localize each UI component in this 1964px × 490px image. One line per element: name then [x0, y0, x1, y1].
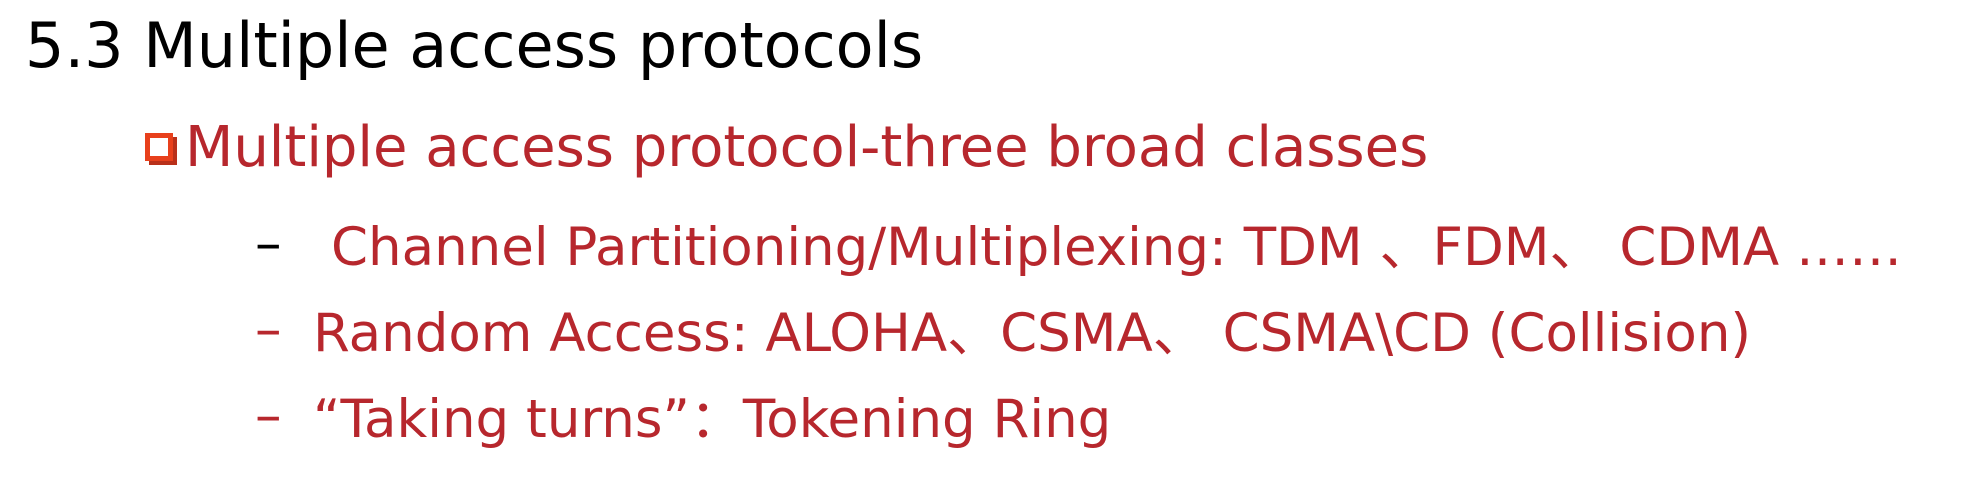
main-bullet-text: Multiple access protocol-three broad cla…: [185, 114, 1429, 180]
list-item-text: Channel Partitioning/Multiplexing: TDM 、…: [331, 217, 1903, 278]
list-item-text: “Taking turns”：Tokening Ring: [313, 389, 1112, 450]
list-item: – Random Access: ALOHA、CSMA、 CSMA\CD (Co…: [255, 286, 1751, 372]
dash-marker: –: [255, 384, 282, 446]
dash-marker: –: [255, 298, 282, 360]
dash-marker: –: [255, 212, 282, 274]
main-bullet: Multiple access protocol-three broad cla…: [145, 102, 1428, 192]
square-bullet-icon: [145, 133, 173, 161]
list-item: – “Taking turns”：Tokening Ring: [255, 372, 1111, 458]
slide-title: 5.3 Multiple access protocols: [25, 9, 924, 82]
list-item-text: Random Access: ALOHA、CSMA、 CSMA\CD (Coll…: [313, 303, 1752, 364]
list-item: – Channel Partitioning/Multiplexing: TDM…: [255, 200, 1902, 286]
